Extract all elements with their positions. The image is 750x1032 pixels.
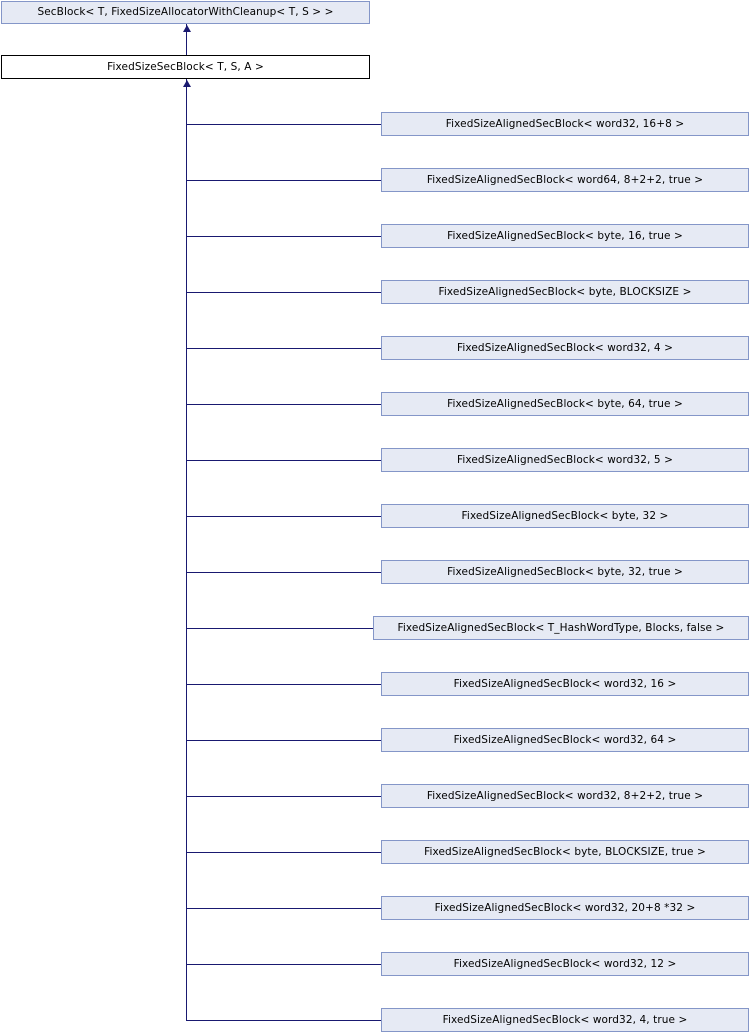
- inheritance-edge-branch: [186, 796, 381, 797]
- class-node-label: FixedSizeAlignedSecBlock< byte, 16, true…: [447, 229, 683, 242]
- inheritance-edge-branch: [186, 516, 381, 517]
- class-node-derived[interactable]: FixedSizeAlignedSecBlock< byte, 64, true…: [381, 392, 749, 416]
- class-node-label: FixedSizeAlignedSecBlock< word32, 5 >: [456, 453, 674, 466]
- inheritance-edge-branch: [186, 180, 381, 181]
- class-node-derived[interactable]: FixedSizeAlignedSecBlock< word32, 16+8 >: [381, 112, 749, 136]
- inheritance-edge-trunk: [186, 79, 187, 1020]
- class-node-derived[interactable]: FixedSizeAlignedSecBlock< word32, 64 >: [381, 728, 749, 752]
- class-node-label: FixedSizeAlignedSecBlock< word32, 20+8 *…: [434, 901, 696, 914]
- inheritance-edge-branch: [186, 908, 381, 909]
- class-node-label: FixedSizeAlignedSecBlock< byte, BLOCKSIZ…: [438, 285, 692, 298]
- class-node-label: FixedSizeAlignedSecBlock< word32, 4 >: [456, 341, 674, 354]
- class-node-derived[interactable]: FixedSizeAlignedSecBlock< word32, 5 >: [381, 448, 749, 472]
- class-node-label: FixedSizeAlignedSecBlock< byte, 32, true…: [447, 565, 683, 578]
- class-node-derived[interactable]: FixedSizeAlignedSecBlock< byte, 32, true…: [381, 560, 749, 584]
- class-node-derived[interactable]: FixedSizeAlignedSecBlock< word32, 4 >: [381, 336, 749, 360]
- class-node-base[interactable]: SecBlock< T, FixedSizeAllocatorWithClean…: [1, 1, 370, 24]
- class-node-label: FixedSizeAlignedSecBlock< word64, 8+2+2,…: [426, 173, 704, 186]
- class-node-derived[interactable]: FixedSizeAlignedSecBlock< word32, 8+2+2,…: [381, 784, 749, 808]
- inheritance-arrowhead-current: [182, 80, 191, 87]
- inheritance-edge-base-to-current: [186, 24, 187, 55]
- class-node-label: FixedSizeAlignedSecBlock< word32, 16 >: [453, 677, 677, 690]
- inheritance-edge-branch: [186, 852, 381, 853]
- inheritance-edge-branch: [186, 628, 373, 629]
- class-node-label: FixedSizeAlignedSecBlock< word32, 12 >: [453, 957, 677, 970]
- class-node-label: FixedSizeAlignedSecBlock< byte, BLOCKSIZ…: [424, 845, 706, 858]
- class-node-current[interactable]: FixedSizeSecBlock< T, S, A >: [1, 55, 370, 79]
- inheritance-edge-branch: [186, 236, 381, 237]
- class-node-label: FixedSizeSecBlock< T, S, A >: [107, 60, 264, 73]
- class-node-derived[interactable]: FixedSizeAlignedSecBlock< byte, 16, true…: [381, 224, 749, 248]
- inheritance-edge-branch: [186, 460, 381, 461]
- class-node-derived[interactable]: FixedSizeAlignedSecBlock< byte, 32 >: [381, 504, 749, 528]
- class-node-label: FixedSizeAlignedSecBlock< T_HashWordType…: [397, 621, 725, 634]
- class-node-label: SecBlock< T, FixedSizeAllocatorWithClean…: [37, 6, 334, 19]
- class-node-label: FixedSizeAlignedSecBlock< word32, 64 >: [453, 733, 677, 746]
- inheritance-edge-branch: [186, 684, 381, 685]
- class-node-derived[interactable]: FixedSizeAlignedSecBlock< word32, 20+8 *…: [381, 896, 749, 920]
- class-node-derived[interactable]: FixedSizeAlignedSecBlock< word32, 12 >: [381, 952, 749, 976]
- inheritance-edge-branch: [186, 740, 381, 741]
- class-node-derived[interactable]: FixedSizeAlignedSecBlock< T_HashWordType…: [373, 616, 749, 640]
- class-node-derived[interactable]: FixedSizeAlignedSecBlock< byte, BLOCKSIZ…: [381, 840, 749, 864]
- inheritance-edge-branch: [186, 348, 381, 349]
- class-node-label: FixedSizeAlignedSecBlock< byte, 32 >: [461, 509, 669, 522]
- inheritance-edge-branch: [186, 1020, 381, 1021]
- inheritance-edge-branch: [186, 572, 381, 573]
- inheritance-edge-branch: [186, 124, 381, 125]
- class-node-label: FixedSizeAlignedSecBlock< word32, 4, tru…: [442, 1013, 688, 1026]
- class-node-derived[interactable]: FixedSizeAlignedSecBlock< byte, BLOCKSIZ…: [381, 280, 749, 304]
- inheritance-edge-branch: [186, 404, 381, 405]
- class-node-derived[interactable]: FixedSizeAlignedSecBlock< word32, 4, tru…: [381, 1008, 749, 1032]
- inheritance-edge-branch: [186, 292, 381, 293]
- inheritance-edge-branch: [186, 964, 381, 965]
- class-node-label: FixedSizeAlignedSecBlock< word32, 8+2+2,…: [426, 789, 704, 802]
- class-node-derived[interactable]: FixedSizeAlignedSecBlock< word64, 8+2+2,…: [381, 168, 749, 192]
- class-node-label: FixedSizeAlignedSecBlock< byte, 64, true…: [447, 397, 683, 410]
- class-node-label: FixedSizeAlignedSecBlock< word32, 16+8 >: [445, 117, 685, 130]
- inheritance-arrowhead-base: [182, 25, 191, 32]
- class-node-derived[interactable]: FixedSizeAlignedSecBlock< word32, 16 >: [381, 672, 749, 696]
